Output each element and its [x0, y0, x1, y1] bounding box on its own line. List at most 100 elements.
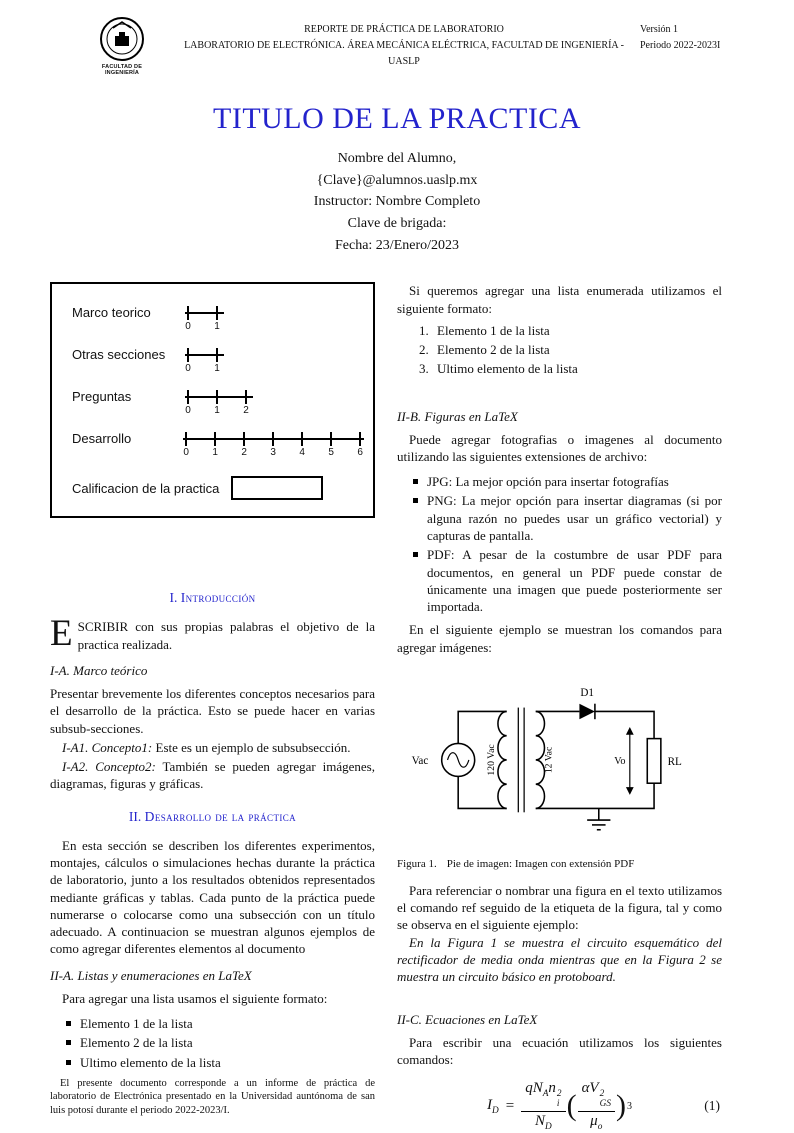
- university-seal-icon: [100, 17, 144, 61]
- subsection-heading-marco-teorico: I-A. Marco teórico: [50, 663, 375, 679]
- grade-label: Calificacion de la practica: [72, 480, 220, 496]
- author-email: {Clave}@alumnos.uaslp.mx: [316, 172, 478, 188]
- figure-caption-label: Figura 1.: [397, 857, 437, 870]
- list-item-text: Elemento 1 de la lista: [437, 323, 550, 338]
- header-version-info: Versión 1 Periodo 2022-2023I: [640, 16, 744, 54]
- label-primary-voltage: 120 Vac: [486, 744, 497, 775]
- list-item: PNG: La mejor opción para insertar diagr…: [397, 492, 722, 544]
- label-load: RL: [667, 756, 681, 768]
- grade-box: [231, 476, 324, 501]
- desarrollo-paragraph: En esta sección se describen los diferen…: [50, 837, 375, 957]
- numbered-list: 1. Elemento 1 de la lista 2. Elemento 2 de…: [397, 322, 722, 379]
- period-label: Periodo 2022-2023I: [640, 40, 721, 51]
- dropcap: E: [50, 613, 73, 655]
- list-item: 3.Ultimo elemento de la lista: [397, 360, 722, 379]
- equation-number: (1): [704, 1098, 720, 1114]
- bullet-icon: [66, 1059, 71, 1065]
- rubric-row-label: Otras secciones: [72, 347, 166, 363]
- author-block: Nombre del Alumno, {Clave}@alumnos.uaslp…: [50, 148, 744, 256]
- logo-caption: FACULTAD DE INGENIERÍA: [101, 64, 143, 76]
- bullet-icon: [66, 1020, 71, 1026]
- list-item: Elemento 2 de la lista: [50, 1034, 375, 1051]
- document-title: TITULO DE LA PRACTICA: [213, 102, 581, 135]
- subsection-title: Ecuaciones en LaTeX: [425, 1011, 538, 1027]
- section-heading-introduccion: I. Introducción: [50, 590, 375, 606]
- figure-1: Vac 120 Vac 12 Vac D1 Vo RL: [397, 672, 722, 844]
- date-line: Fecha: 23/Enero/2023: [334, 237, 460, 253]
- list-item: Ultimo elemento de la lista: [50, 1054, 375, 1071]
- subsubsection-label: I-A2. Concepto2:: [62, 759, 156, 775]
- enum-intro-paragraph: Si queremos agregar una lista enumerada …: [397, 283, 722, 316]
- figuras-intro-paragraph: Puede agregar fotografias o imagenes al …: [397, 431, 722, 464]
- section-heading-desarrollo: II. Desarrollo de la práctica: [50, 809, 375, 825]
- university-logo: FACULTAD DE INGENIERÍA: [76, 16, 168, 76]
- subsubsection-text: También se pueden agregar imágenes, diag…: [50, 759, 375, 792]
- marco-teorico-paragraph: Presentar brevemente los diferentes conc…: [50, 686, 375, 736]
- list-item: 1. Elemento 1 de la lista: [397, 322, 722, 341]
- right-column: Si queremos agregar una lista enumerada …: [397, 282, 722, 1131]
- file-format-list: JPG: La mejor opción para insertar fotog…: [397, 471, 722, 617]
- list-item-text: PDF: A pesar de la costumbre de usar PDF…: [427, 547, 722, 615]
- rubric-row-label: Preguntas: [72, 389, 132, 405]
- rubric-row-label: Desarrollo: [72, 431, 132, 447]
- subsection-number: II-C.: [397, 1011, 422, 1027]
- bullet-icon: [413, 552, 418, 558]
- bullet-icon: [66, 1040, 71, 1046]
- list-item-text: JPG: La mejor opción para insertar fotog…: [427, 474, 669, 490]
- list-item-text: PNG: La mejor opción para insertar diagr…: [427, 493, 722, 543]
- list-item-number: 1.: [419, 323, 429, 338]
- rubric-row-label: Marco teorico: [72, 305, 151, 321]
- section-title: Introducción: [180, 590, 256, 606]
- equation-intro-paragraph: Para escribir una ecuación utilizamos lo…: [397, 1034, 722, 1067]
- document-page: FACULTAD DE INGENIERÍA REPORTE DE PRÁCTI…: [50, 16, 744, 1132]
- ref-example-paragraph: En la Figura 1 se muestra el circuito es…: [397, 934, 722, 985]
- header-line-1: REPORTE DE PRÁCTICA DE LABORATORIO: [304, 24, 504, 35]
- example-intro-paragraph: En el siguiente ejemplo se muestran los …: [397, 622, 722, 655]
- right-paren: ): [615, 1089, 626, 1123]
- author-name: Nombre del Alumno,: [337, 151, 457, 166]
- brigade-line: Clave de brigada:: [347, 216, 447, 232]
- section-number: II.: [128, 808, 142, 824]
- lists-intro-paragraph: Para agregar una lista usamos el siguien…: [62, 990, 328, 1006]
- equation-lhs: ID: [487, 1096, 499, 1116]
- subsection-heading-figuras: II-B. Figuras en LaTeX: [397, 409, 722, 425]
- subsection-number: I-A.: [50, 663, 70, 678]
- ref-paragraph: Para referenciar o nombrar una figura en…: [397, 882, 722, 933]
- list-item-text: Elemento 2 de la lista: [80, 1035, 193, 1051]
- section-title: Desarrollo de la práctica: [144, 808, 297, 824]
- bullet-icon: [413, 498, 418, 504]
- subsection-heading-ecuaciones: II-C. Ecuaciones en LaTeX: [397, 1012, 722, 1028]
- section-number: I.: [169, 590, 178, 606]
- footnote: El presente documento corresponde a un i…: [50, 1077, 375, 1117]
- bullet-list: Elemento 1 de la lista Elemento 2 de la …: [50, 1013, 375, 1073]
- list-item: JPG: La mejor opción para insertar fotog…: [397, 473, 722, 490]
- list-item: 2. Elemento 2 de la lista: [397, 341, 722, 360]
- label-diode: D1: [580, 687, 594, 699]
- list-item-text: Ultimo elemento de la lista: [80, 1054, 221, 1070]
- header-line-2: LABORATORIO DE ELECTRÓNICA. ÁREA MECÁNIC…: [184, 40, 624, 67]
- figure-caption: Figura 1.Pie de imagen: Imagen con exten…: [397, 858, 722, 870]
- list-item-text: Elemento 2 de la lista: [437, 341, 550, 357]
- list-item-number: 2.: [419, 341, 429, 357]
- subsubsection-label: I-A1. Concepto1:: [62, 739, 153, 755]
- subsection-title: Figuras en LaTeX: [424, 408, 518, 424]
- intro-lead-caps: SCRIBIR: [77, 619, 129, 635]
- version-label: Versión 1: [640, 24, 679, 35]
- circuit-diagram: Vac 120 Vac 12 Vac D1 Vo RL: [411, 687, 682, 831]
- subsubsection-text: Este es un ejemplo de subsubsección.: [152, 739, 351, 755]
- outer-exponent: 3: [626, 1100, 632, 1112]
- intro-lead-rest: con sus propias palabras el objetivo de …: [77, 619, 375, 652]
